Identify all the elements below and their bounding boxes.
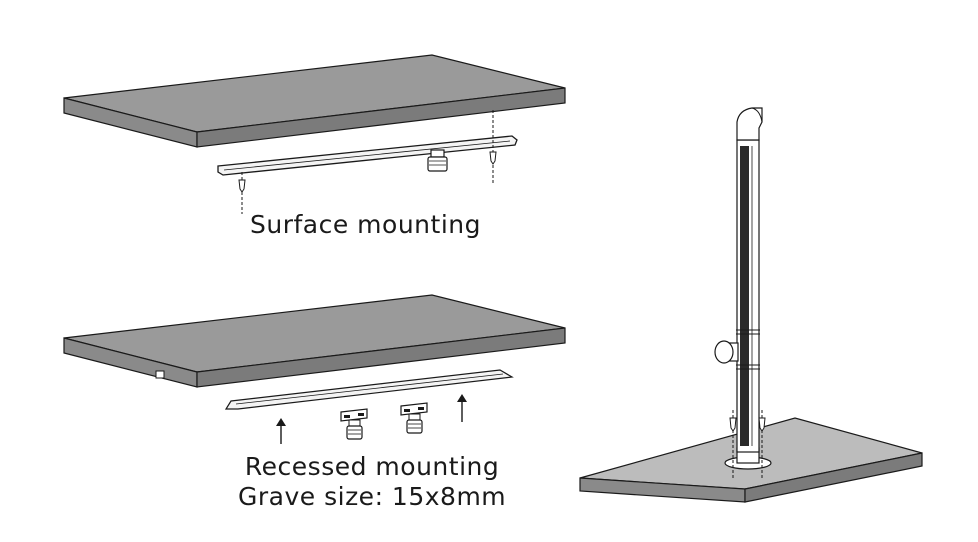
recessed-clip-right bbox=[400, 402, 428, 434]
post-side-knob bbox=[714, 340, 739, 364]
surface-mounting-caption: Surface mounting bbox=[250, 210, 481, 239]
grave-size-caption: Grave size: 15x8mm bbox=[238, 482, 507, 511]
recessed-light-bar bbox=[224, 369, 514, 410]
light-post bbox=[736, 107, 763, 453]
surface-clip bbox=[427, 149, 448, 172]
surface-mounting-illustration bbox=[63, 54, 566, 214]
shelf-board-bottom bbox=[63, 294, 566, 388]
post-socket bbox=[724, 447, 772, 470]
post-mounting-illustration bbox=[579, 107, 923, 503]
post-screw-left bbox=[729, 410, 737, 478]
surface-screw-right bbox=[489, 110, 497, 185]
recessed-clip-left bbox=[340, 408, 368, 440]
recessed-mounting-caption-block: Recessed mounting Grave size: 15x8mm bbox=[238, 452, 506, 512]
recessed-mounting-caption: Recessed mounting bbox=[244, 452, 500, 481]
post-screw-right bbox=[758, 410, 766, 478]
shelf-board-top bbox=[63, 54, 566, 148]
surface-screw-left bbox=[238, 172, 246, 214]
recessed-arrow-left bbox=[276, 418, 286, 444]
recessed-arrow-right bbox=[457, 394, 467, 422]
surface-light-bar bbox=[217, 135, 518, 176]
recessed-mounting-illustration bbox=[63, 294, 566, 444]
